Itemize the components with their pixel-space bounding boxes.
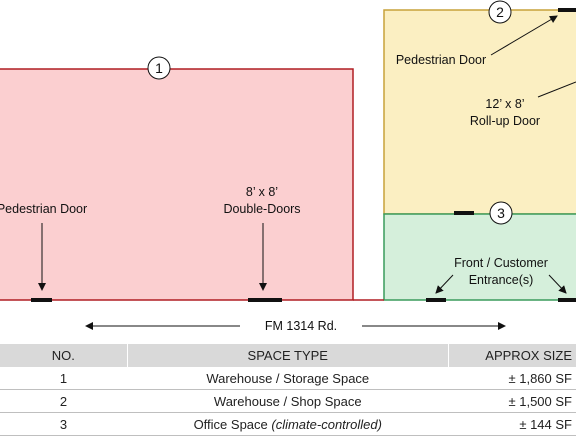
front-entrance-mark-right [558,298,576,302]
row-size: ± 144 SF [448,412,576,436]
space-2-number-badge: 2 [488,0,512,24]
table-header-row: NO. SPACE TYPE APPROX SIZE [0,344,576,367]
row-size: ± 1,500 SF [448,389,576,413]
table-row: 3 Office Space (climate-controlled) ± 14… [0,412,576,436]
floor-plan-diagram: 1 2 3 Pedestrian Door 8’ x 8’ Double-Doo… [0,0,576,333]
rollup-door-arrow [537,81,576,98]
header-space-type: SPACE TYPE [127,344,449,367]
space-3-number-badge: 3 [489,201,513,225]
row-type-text: Office Space [193,416,272,432]
road-label: FM 1314 Rd. [265,319,337,333]
pedestrian-door-2-mark [558,8,576,12]
row-space-type: Office Space (climate-controlled) [127,412,449,436]
space-3-area [383,213,576,301]
row-size: ± 1,860 SF [448,367,576,390]
row-type-text: Warehouse / Storage Space [206,370,370,386]
row-no: 3 [0,412,128,436]
space-2-door-mark [454,211,474,215]
front-entrance-label-line2: Entrance(s) [469,273,534,287]
pedestrian-door-1-label: Pedestrian Door [0,202,87,216]
pedestrian-door-2-arrow [490,15,558,56]
space-1-number-badge: 1 [147,56,171,80]
rollup-door-label-line2: Roll-up Door [470,114,540,128]
row-no: 2 [0,389,128,413]
space-table: NO. SPACE TYPE APPROX SIZE 1 Warehouse /… [0,344,576,436]
rollup-door-label-line1: 12’ x 8’ [485,97,524,111]
pedestrian-door-2-label: Pedestrian Door [396,53,486,67]
table-row: 1 Warehouse / Storage Space ± 1,860 SF [0,367,576,390]
space-2-area [383,9,576,215]
space-2-number: 2 [496,4,504,20]
header-no: NO. [0,344,128,367]
double-doors-label-line1: 8’ x 8’ [246,185,278,199]
row-space-type: Warehouse / Storage Space [127,367,449,390]
space-3-number: 3 [497,205,505,221]
table-row: 2 Warehouse / Shop Space ± 1,500 SF [0,389,576,413]
row-type-note: (climate-controlled) [271,416,382,432]
front-entrance-label-line1: Front / Customer [454,256,548,270]
front-entrance-arrow-left [435,274,454,294]
double-doors-label-line2: Double-Doors [223,202,300,216]
row-no: 1 [0,367,128,390]
space-1-area [0,68,354,301]
header-approx-size: APPROX SIZE [448,344,576,367]
row-type-text: Warehouse / Shop Space [213,393,362,409]
space-1-number: 1 [155,60,163,76]
pedestrian-door-1-mark [31,298,52,302]
double-doors-mark [248,298,282,302]
row-space-type: Warehouse / Shop Space [127,389,449,413]
front-entrance-arrow-right [548,274,567,294]
front-entrance-mark-left [426,298,446,302]
